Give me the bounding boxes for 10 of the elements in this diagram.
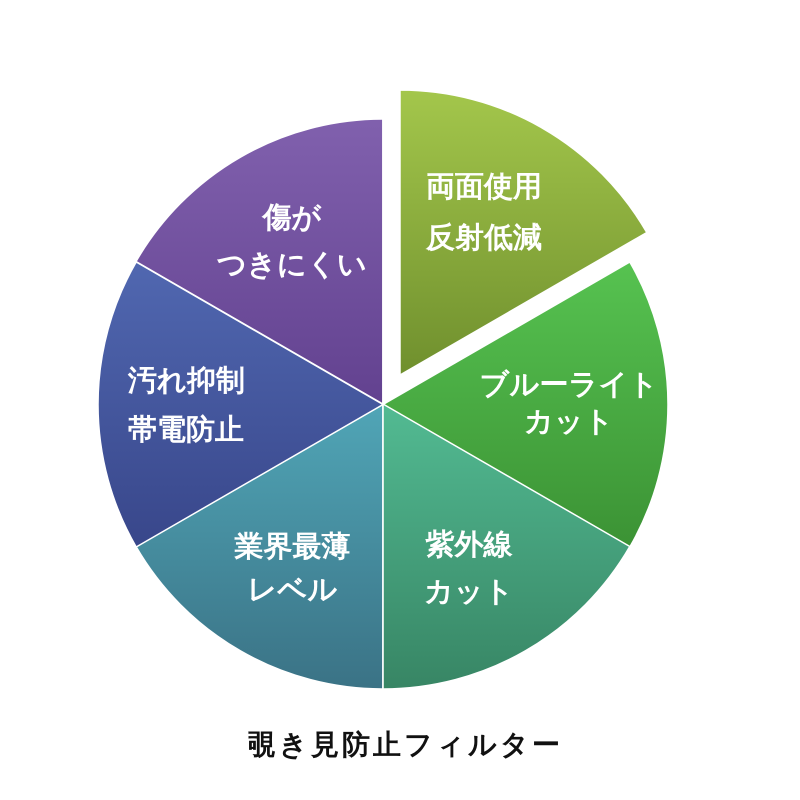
slice-label: 両面使用 [426,168,542,205]
pie-slice [383,404,630,689]
slice-label: 業界最薄レベル [233,528,352,608]
slice-label: 反射低減 [426,218,542,256]
caption-text: 覗き見防止フィルター [248,727,563,763]
slice-label: 紫外線カット [423,526,515,610]
slice-label: 帯電防止 [128,411,244,448]
slice-label: ブルーライトカット [479,366,659,440]
slice-label: 汚れ抑制 [128,362,245,399]
slice-label: 傷がつきにくい [216,199,367,283]
